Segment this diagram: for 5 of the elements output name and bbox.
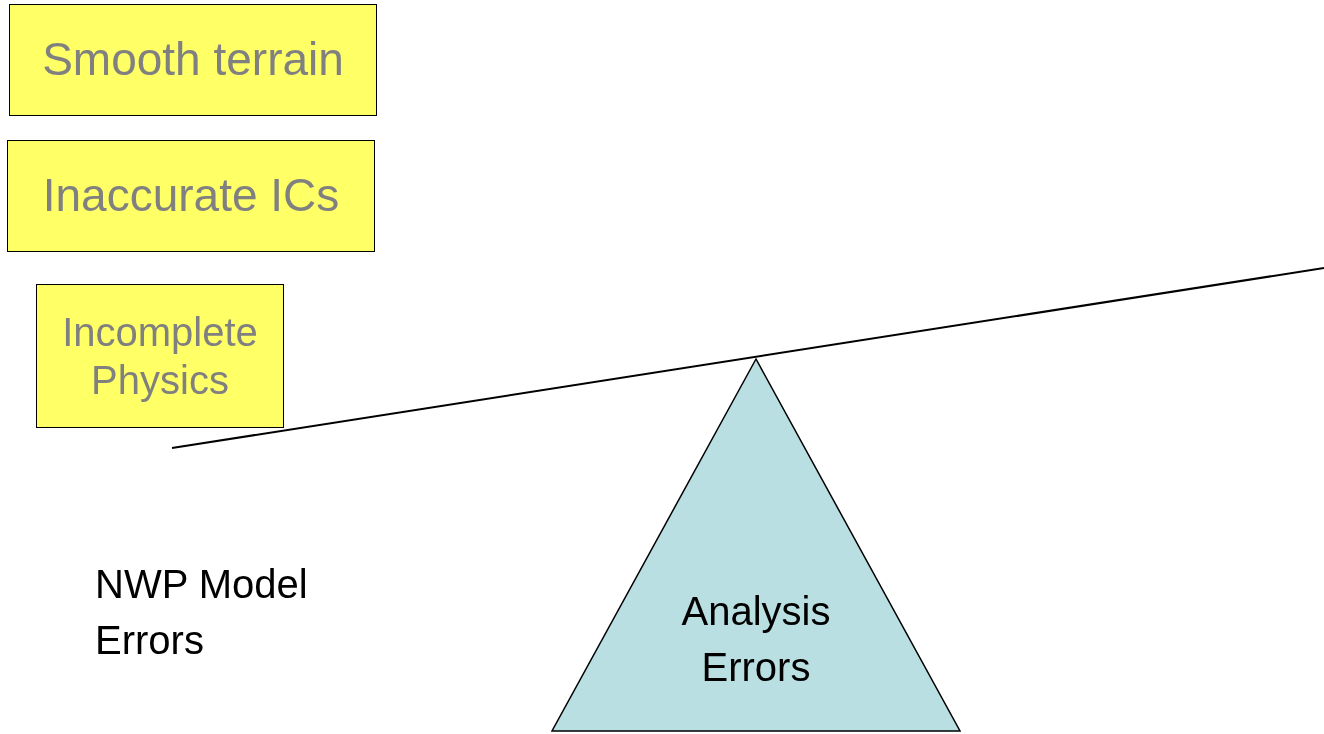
text-box: Inaccurate ICs bbox=[7, 140, 375, 252]
fulcrum-label: Analysis Errors bbox=[680, 588, 832, 691]
side-label: NWP Model Errors bbox=[95, 561, 309, 664]
text-box: Smooth terrain bbox=[9, 4, 377, 116]
text-box: Incomplete Physics bbox=[36, 284, 284, 428]
